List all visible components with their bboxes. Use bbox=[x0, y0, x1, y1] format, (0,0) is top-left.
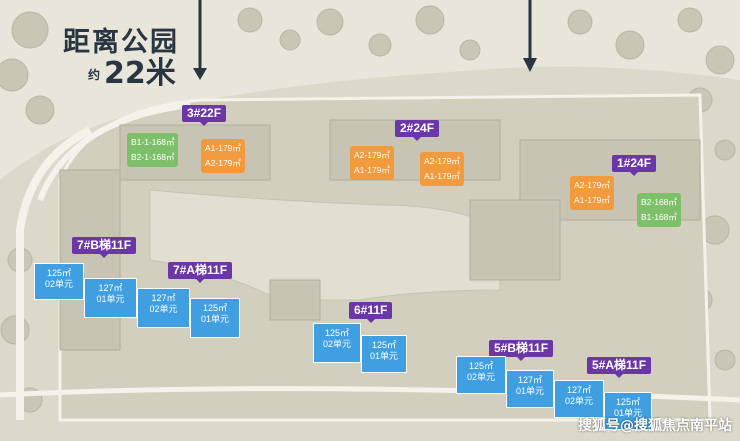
unit-block[interactable]: 125㎡ 02单元 bbox=[313, 323, 361, 363]
tag-building-5b[interactable]: 5#B梯11F bbox=[489, 340, 554, 361]
unit-area: 125㎡ bbox=[324, 328, 350, 338]
tag-building-1[interactable]: 1#24F bbox=[612, 155, 657, 176]
info-line: B1-1-168㎡ bbox=[131, 137, 175, 147]
info-line: A2-179㎡ bbox=[205, 158, 241, 168]
info-b2-left: A2-179㎡ A1-179㎡ bbox=[350, 146, 394, 180]
unit-label: 02单元 bbox=[564, 396, 593, 406]
unit-area: 125㎡ bbox=[468, 361, 494, 371]
tag-building-3[interactable]: 3#22F bbox=[182, 105, 227, 126]
info-b1-green: B2-168㎡ B1-168㎡ bbox=[637, 193, 681, 227]
info-line: A2-179㎡ bbox=[424, 156, 460, 166]
tag-building-7b[interactable]: 7#B梯11F bbox=[72, 237, 137, 258]
road bbox=[37, 102, 191, 202]
unit-block[interactable]: 125㎡ 02单元 bbox=[34, 263, 84, 300]
info-line: A1-179㎡ bbox=[205, 143, 241, 153]
info-line: A1-179㎡ bbox=[354, 165, 390, 175]
info-line: A1-179㎡ bbox=[424, 171, 460, 181]
info-b2-right: A2-179㎡ A1-179㎡ bbox=[420, 152, 464, 186]
tag-building-6[interactable]: 6#11F bbox=[349, 302, 393, 323]
unit-label: 01单元 bbox=[369, 351, 398, 361]
info-b1-orange: A2-179㎡ A1-179㎡ bbox=[570, 176, 614, 210]
unit-block[interactable]: 127㎡ 01单元 bbox=[84, 278, 137, 318]
info-b3-green: B1-1-168㎡ B2-1-168㎡ bbox=[127, 133, 179, 167]
tag-building-2[interactable]: 2#24F bbox=[395, 120, 440, 141]
road bbox=[16, 126, 92, 420]
unit-area: 125㎡ bbox=[202, 303, 228, 313]
unit-block[interactable]: 127㎡ 01单元 bbox=[506, 370, 554, 408]
unit-block[interactable]: 125㎡ 01单元 bbox=[190, 298, 240, 338]
unit-area: 127㎡ bbox=[566, 385, 592, 395]
unit-block[interactable]: 125㎡ 01单元 bbox=[361, 335, 407, 373]
arrow-down-icon bbox=[523, 0, 537, 72]
unit-label: 02单元 bbox=[149, 304, 178, 314]
unit-block[interactable]: 127㎡ 02单元 bbox=[554, 380, 604, 418]
info-line: A2-179㎡ bbox=[354, 150, 390, 160]
info-line: A1-179㎡ bbox=[574, 195, 610, 205]
headline-title: 距离公园 bbox=[63, 27, 179, 58]
info-line: B1-168㎡ bbox=[641, 212, 677, 222]
unit-label: 01单元 bbox=[96, 294, 125, 304]
info-line: B2-168㎡ bbox=[641, 197, 677, 207]
north-arrow-icon bbox=[193, 0, 207, 80]
info-line: B2-1-168㎡ bbox=[131, 152, 175, 162]
unit-label: 02单元 bbox=[322, 339, 351, 349]
info-line: A2-179㎡ bbox=[574, 180, 610, 190]
unit-label: 02单元 bbox=[466, 372, 495, 382]
tag-building-5a[interactable]: 5#A梯11F bbox=[587, 357, 652, 378]
distance-prefix: 约 bbox=[88, 67, 101, 82]
distance-value: 22米 bbox=[104, 56, 176, 91]
tag-building-7a[interactable]: 7#A梯11F bbox=[168, 262, 233, 283]
unit-area: 125㎡ bbox=[615, 397, 641, 407]
unit-area: 127㎡ bbox=[151, 293, 176, 303]
info-b3-orange: A1-179㎡ A2-179㎡ bbox=[201, 139, 245, 173]
park-area bbox=[0, 0, 740, 180]
watermark: 搜狐号@搜狐焦点南平站 bbox=[578, 418, 732, 434]
unit-area: 127㎡ bbox=[98, 283, 123, 293]
unit-block[interactable]: 127㎡ 02单元 bbox=[137, 288, 190, 328]
unit-label: 01单元 bbox=[200, 314, 229, 324]
unit-area: 127㎡ bbox=[517, 375, 543, 385]
unit-block[interactable]: 125㎡ 02单元 bbox=[456, 356, 506, 394]
unit-block[interactable]: 125㎡ 01单元 bbox=[604, 392, 652, 430]
unit-label: 01单元 bbox=[613, 408, 642, 418]
unit-area: 125㎡ bbox=[46, 268, 72, 278]
unit-area: 125㎡ bbox=[371, 340, 397, 350]
unit-label: 02单元 bbox=[44, 279, 73, 289]
unit-label: 01单元 bbox=[515, 386, 544, 396]
